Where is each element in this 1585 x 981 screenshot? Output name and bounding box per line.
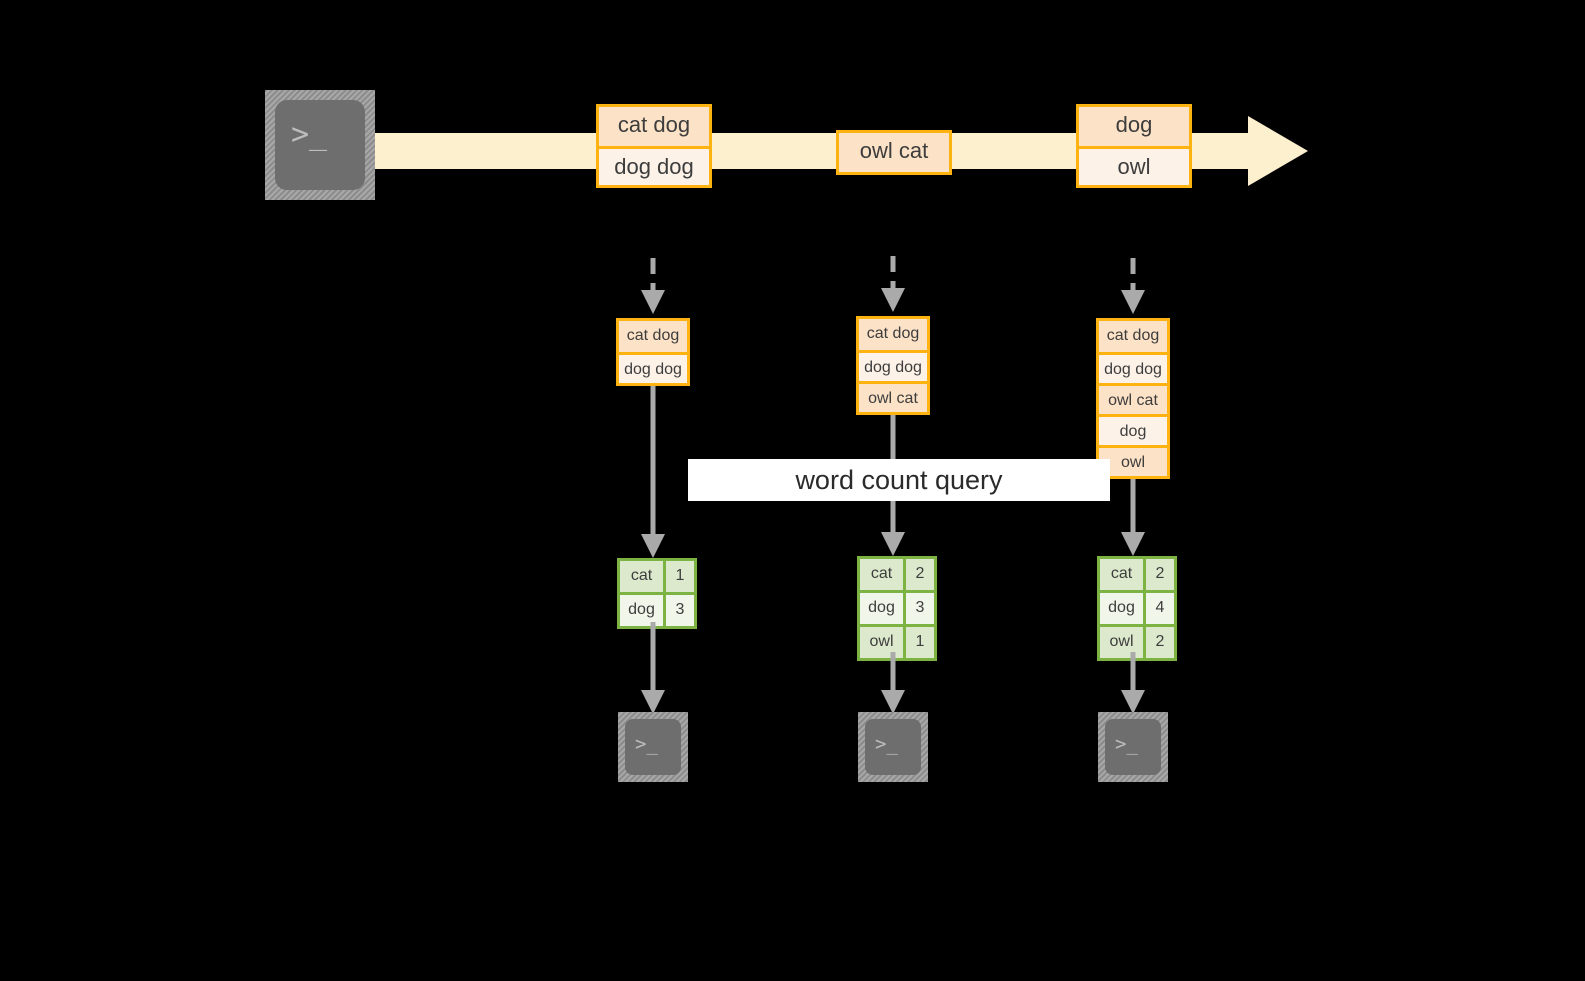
terminal-prompt-label: >_ — [291, 117, 328, 152]
snapshot-input-line: cat dog — [1099, 321, 1167, 352]
sink-terminal-icon-2: >_ — [858, 712, 928, 782]
down-arrow-icon-sink-3 — [1117, 652, 1149, 716]
stream-record-3: dog owl — [1076, 104, 1192, 188]
result-count: 3 — [906, 593, 934, 624]
snapshot-input-line: dog dog — [619, 352, 687, 383]
result-count: 2 — [1146, 627, 1174, 658]
stream-record-1: cat dog dog dog — [596, 104, 712, 188]
stream-record-2: owl cat — [836, 130, 952, 175]
stream-record-line: dog dog — [599, 146, 709, 185]
table-row: owl 1 — [860, 624, 934, 658]
snapshot-input-line: dog — [1099, 414, 1167, 445]
down-arrow-icon-query-1 — [637, 380, 669, 560]
source-terminal-icon: >_ — [265, 90, 375, 200]
snapshot-input-line: owl cat — [859, 381, 927, 412]
result-count: 3 — [666, 595, 694, 626]
table-row: cat 2 — [860, 559, 934, 590]
dashed-down-arrow-icon-3 — [1117, 258, 1149, 316]
terminal-screen: >_ — [275, 100, 365, 190]
stream-record-line: owl — [1079, 146, 1189, 185]
snapshot-input-line: dog dog — [859, 350, 927, 381]
table-row: cat 1 — [620, 561, 694, 592]
stream-record-line: cat dog — [599, 107, 709, 146]
snapshot-input-line: dog dog — [1099, 352, 1167, 383]
snapshot-input-line: cat dog — [859, 319, 927, 350]
result-word: owl — [1100, 627, 1146, 658]
dashed-down-arrow-icon-2 — [877, 256, 909, 314]
result-count: 2 — [906, 559, 934, 590]
table-row: cat 2 — [1100, 559, 1174, 590]
table-row: dog 3 — [620, 592, 694, 626]
result-word: dog — [860, 593, 906, 624]
snapshot-1-input-box: cat dog dog dog — [616, 318, 690, 386]
result-count: 4 — [1146, 593, 1174, 624]
table-row: owl 2 — [1100, 624, 1174, 658]
table-row: dog 4 — [1100, 590, 1174, 624]
down-arrow-icon-sink-2 — [877, 652, 909, 716]
result-word: owl — [860, 627, 906, 658]
stream-record-line: dog — [1079, 107, 1189, 146]
result-count: 2 — [1146, 559, 1174, 590]
terminal-screen: >_ — [625, 719, 681, 775]
stream-record-line: owl cat — [839, 133, 949, 172]
query-label: word count query — [688, 459, 1110, 501]
snapshot-2-input-box: cat dog dog dog owl cat — [856, 316, 930, 415]
result-word: cat — [620, 561, 666, 592]
down-arrow-icon-sink-1 — [637, 622, 669, 716]
sink-terminal-icon-1: >_ — [618, 712, 688, 782]
snapshot-3-result-table: cat 2 dog 4 owl 2 — [1097, 556, 1177, 661]
result-word: cat — [860, 559, 906, 590]
terminal-prompt-label: >_ — [1115, 733, 1138, 755]
terminal-prompt-label: >_ — [875, 733, 898, 755]
result-word: dog — [620, 595, 666, 626]
sink-terminal-icon-3: >_ — [1098, 712, 1168, 782]
table-row: dog 3 — [860, 590, 934, 624]
result-word: dog — [1100, 593, 1146, 624]
terminal-prompt-label: >_ — [635, 733, 658, 755]
snapshot-input-line: cat dog — [619, 321, 687, 352]
result-count: 1 — [666, 561, 694, 592]
dashed-down-arrow-icon-1 — [637, 258, 669, 316]
snapshot-3-input-box: cat dog dog dog owl cat dog owl — [1096, 318, 1170, 479]
snapshot-2-result-table: cat 2 dog 3 owl 1 — [857, 556, 937, 661]
result-count: 1 — [906, 627, 934, 658]
terminal-screen: >_ — [865, 719, 921, 775]
snapshot-input-line: owl cat — [1099, 383, 1167, 414]
result-word: cat — [1100, 559, 1146, 590]
snapshot-1-result-table: cat 1 dog 3 — [617, 558, 697, 629]
terminal-screen: >_ — [1105, 719, 1161, 775]
snapshot-input-line: owl — [1099, 445, 1167, 476]
down-arrow-icon-query-3 — [1117, 474, 1149, 558]
